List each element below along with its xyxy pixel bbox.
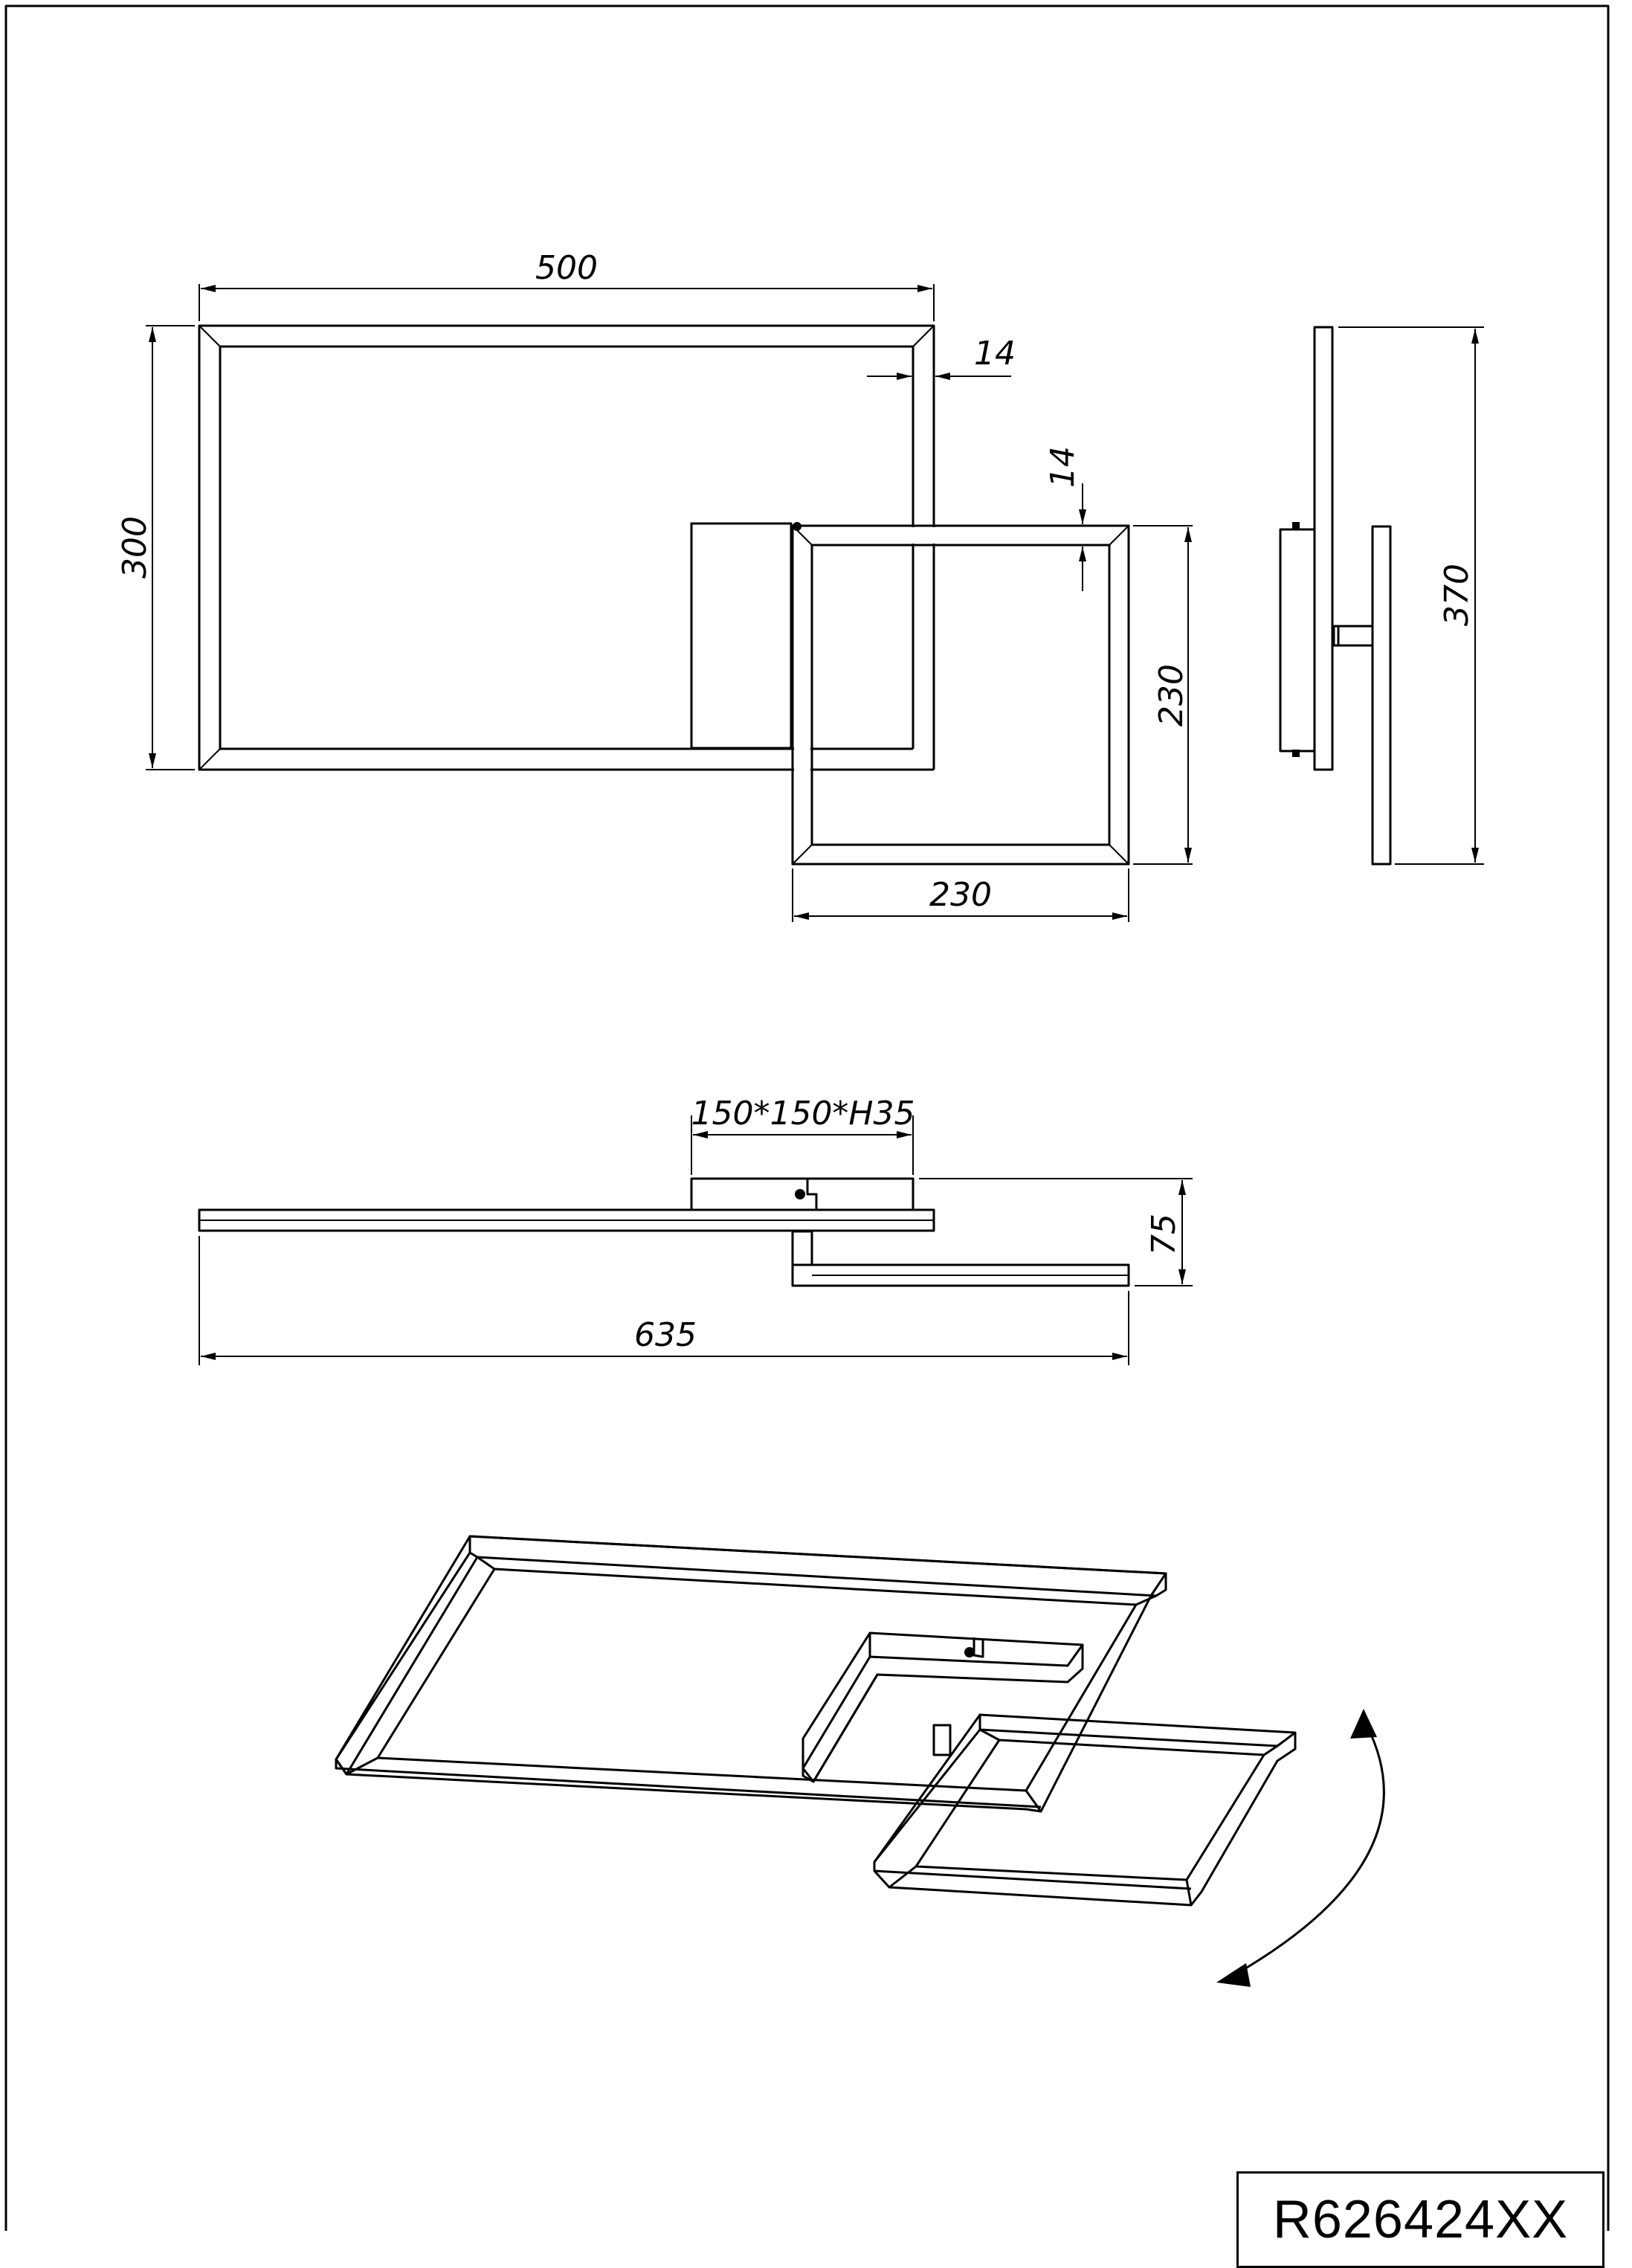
profile-stem [791, 1230, 813, 1266]
side-large-frame [1313, 326, 1334, 771]
title-block: R626424XX [1236, 2171, 1604, 2268]
profile-view: 150*150*H35 75 635 [198, 1095, 1193, 1365]
dim-635: 635 [634, 1316, 697, 1354]
side-stem [1332, 625, 1374, 647]
side-canopy [1279, 528, 1316, 753]
dim-500: 500 [535, 249, 598, 287]
dim-14-vertical: 14 [1044, 446, 1082, 488]
dim-300: 300 [116, 516, 154, 579]
front-dimensions: 500 300 14 14 230 230 [116, 249, 1193, 922]
dim-14-horizontal: 14 [974, 335, 1016, 373]
dim-75: 75 [1145, 1214, 1183, 1255]
model-code: R626424XX [1272, 2190, 1569, 2249]
dim-370: 370 [1438, 564, 1476, 626]
page-border [4, 4, 1610, 2231]
side-view: 370 [1279, 326, 1484, 866]
rotate-arrow-icon [1216, 1709, 1385, 1987]
canopy-plate [690, 522, 793, 750]
perspective-view [335, 1535, 1297, 1907]
dim-230-vertical: 230 [1152, 664, 1190, 727]
screw-dot [793, 522, 802, 531]
dim-canopy: 150*150*H35 [691, 1095, 915, 1133]
side-small-frame [1371, 525, 1392, 866]
dim-230-horizontal: 230 [929, 876, 992, 914]
front-view [198, 324, 1130, 866]
